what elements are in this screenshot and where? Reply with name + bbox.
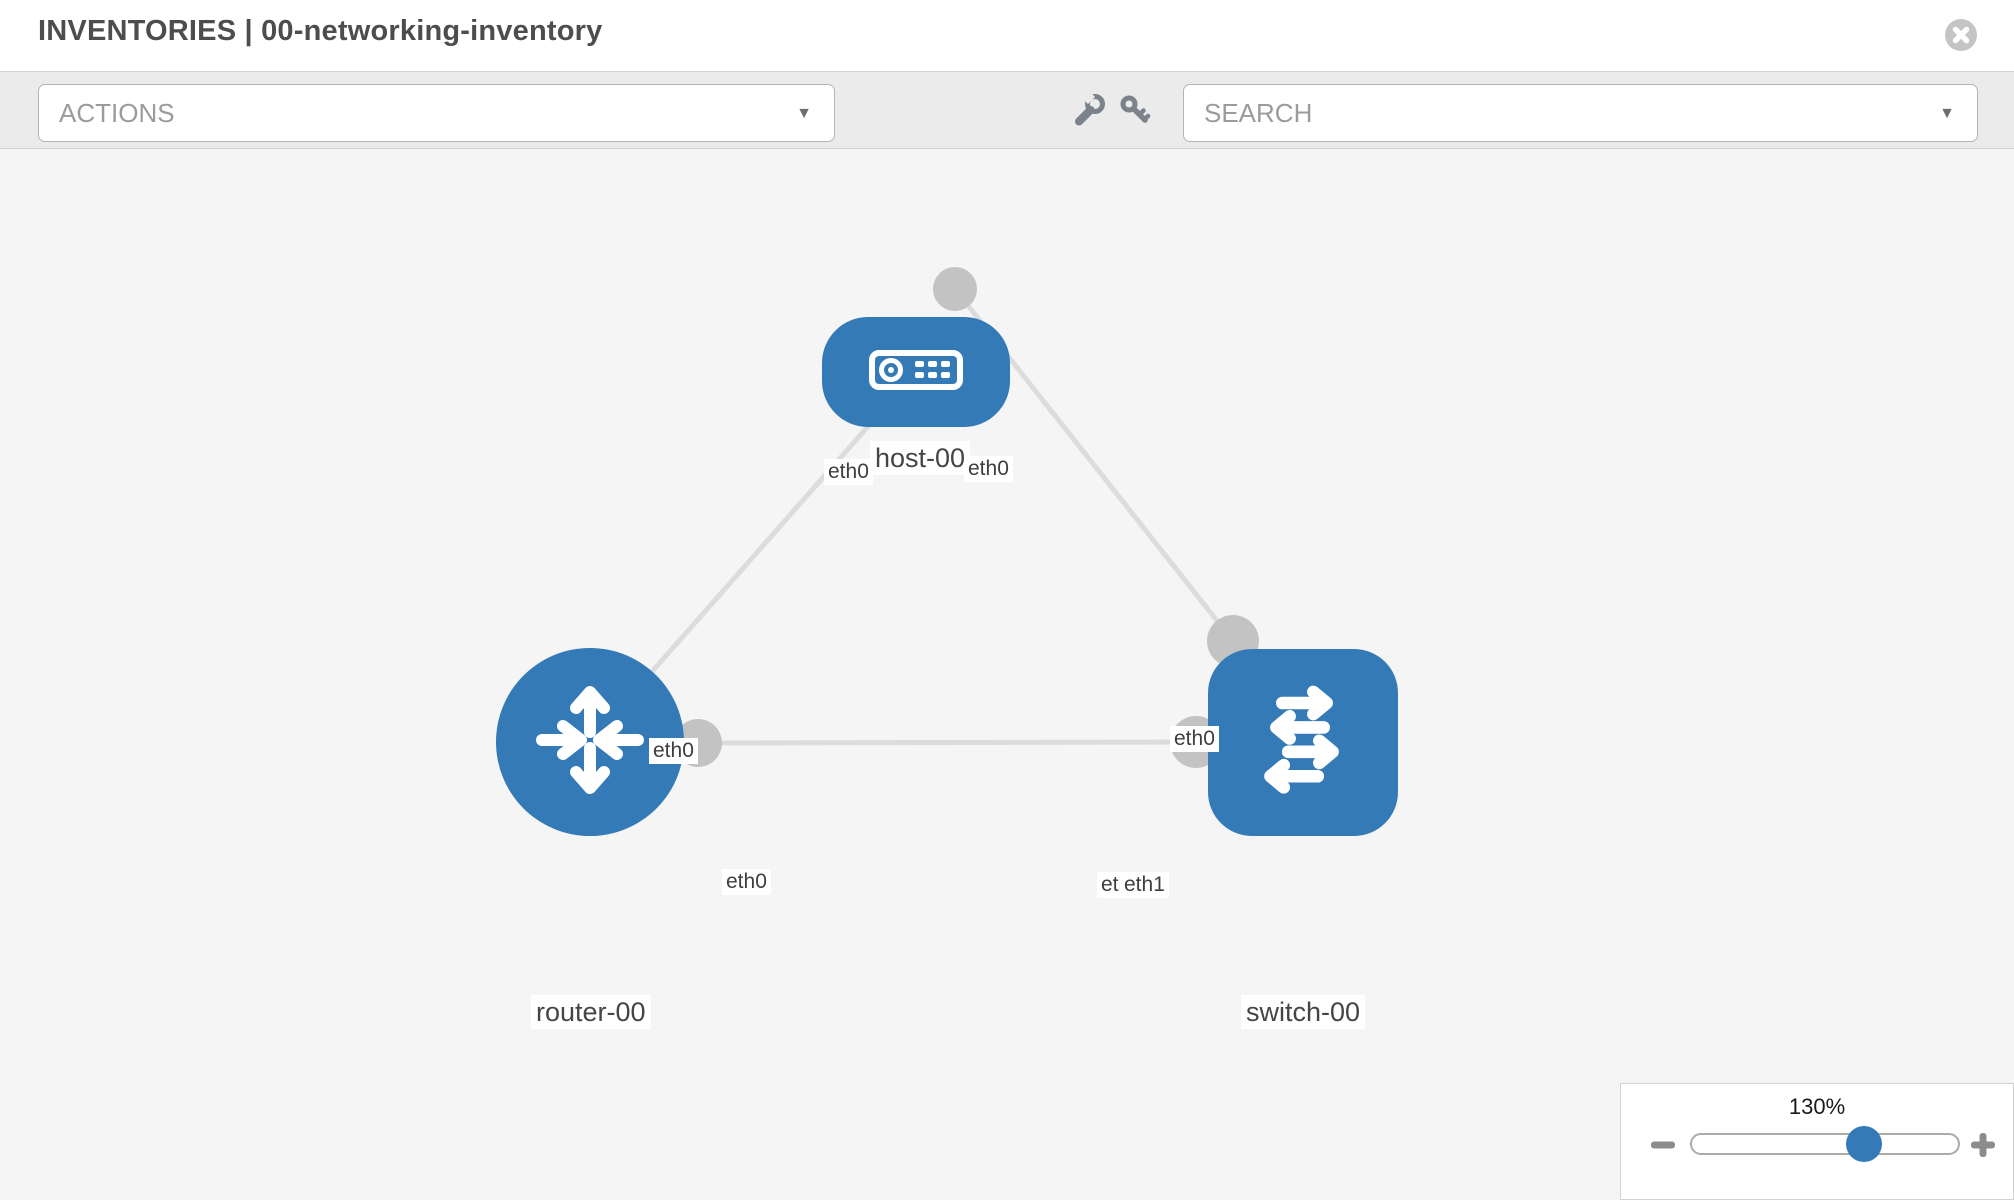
search-dropdown[interactable]: SEARCH ▼ (1183, 84, 1978, 142)
node-label-router: router-00 (531, 995, 651, 1029)
close-button[interactable] (1944, 18, 1978, 52)
topology-links (588, 287, 1235, 746)
chevron-down-icon: ▼ (1939, 105, 1955, 122)
key-button[interactable] (1117, 93, 1153, 129)
interface-label-host-right: eth0 (964, 456, 1013, 482)
node-host-00[interactable] (822, 317, 1010, 427)
actions-dropdown-label: ACTIONS (59, 98, 175, 128)
link-router-switch (697, 739, 1197, 746)
interface-label-switch-top: eth0 (1170, 726, 1219, 752)
interface-port-host (933, 267, 977, 311)
switch-icon (1229, 666, 1377, 819)
interface-label-host-left: eth0 (824, 459, 873, 485)
close-icon (1944, 19, 1978, 56)
chevron-down-icon: ▼ (796, 105, 812, 122)
zoom-slider-thumb[interactable] (1846, 1126, 1882, 1162)
page-title: INVENTORIES | 00-networking-inventory (38, 15, 603, 47)
actions-dropdown[interactable]: ACTIONS ▼ (38, 84, 835, 142)
header: INVENTORIES | 00-networking-inventory (0, 0, 2014, 71)
toolbar: ACTIONS ▼ SEAR (0, 71, 2014, 149)
node-switch-00[interactable] (1208, 649, 1398, 836)
zoom-out-button[interactable] (1649, 1130, 1679, 1160)
zoom-control-panel: 130% (1620, 1083, 2014, 1200)
zoom-slider-track[interactable] (1690, 1133, 1960, 1155)
host-icon (855, 334, 977, 411)
node-label-switch: switch-00 (1241, 995, 1366, 1029)
interface-label-router-right: eth0 (722, 869, 771, 895)
router-icon (515, 665, 665, 820)
zoom-level: 130% (1788, 1094, 1846, 1119)
key-icon (1117, 95, 1153, 133)
wrench-button[interactable] (1070, 89, 1106, 129)
interface-label-router-top: eth0 (649, 738, 698, 764)
node-router-00[interactable] (496, 648, 684, 836)
zoom-in-button[interactable] (1969, 1130, 1999, 1160)
node-label-host: host-00 (870, 441, 971, 475)
search-dropdown-label: SEARCH (1204, 98, 1313, 128)
wrench-icon (1070, 89, 1106, 133)
topology-canvas[interactable]: eth0 host-00 eth0 eth0 eth0 eth0 eth0 et… (0, 149, 2014, 1200)
interface-label-switch-left-over: eth1 (1120, 872, 1169, 898)
minus-icon (1649, 1141, 1679, 1164)
plus-icon (1969, 1133, 1999, 1164)
